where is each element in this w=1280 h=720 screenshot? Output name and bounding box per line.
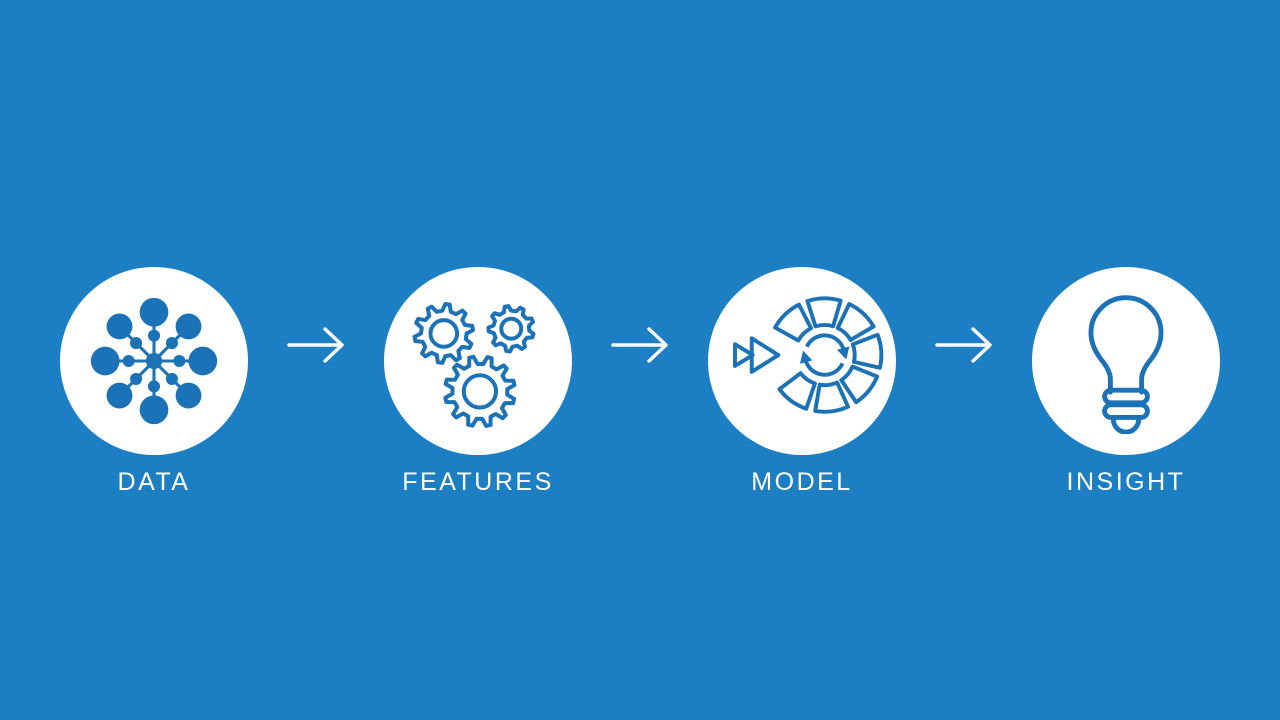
stage-features: FEATURES [384,267,572,497]
lightbulb-icon [1088,295,1164,434]
arrow-right-icon [935,327,992,363]
stage-circle [384,267,572,455]
stage-insight: INSIGHT [1032,267,1220,497]
stage-label: DATA [117,468,191,496]
stage-label: MODEL [751,468,853,496]
arrow-right-icon [287,327,344,363]
stage-data: DATA [60,267,248,497]
stage-circle [1032,267,1220,455]
stage-circle [60,267,248,455]
stage-label: INSIGHT [1066,468,1186,496]
stage-circle [708,267,896,455]
model-iteration-icon [733,296,884,414]
stage-model: MODEL [708,267,896,497]
data-network-icon [90,297,218,425]
gears-icon [412,302,536,428]
pipeline-flow: DATA FEATURES MODEL IN [60,267,1220,497]
stage-label: FEATURES [402,468,554,496]
arrow-right-icon [611,327,668,363]
